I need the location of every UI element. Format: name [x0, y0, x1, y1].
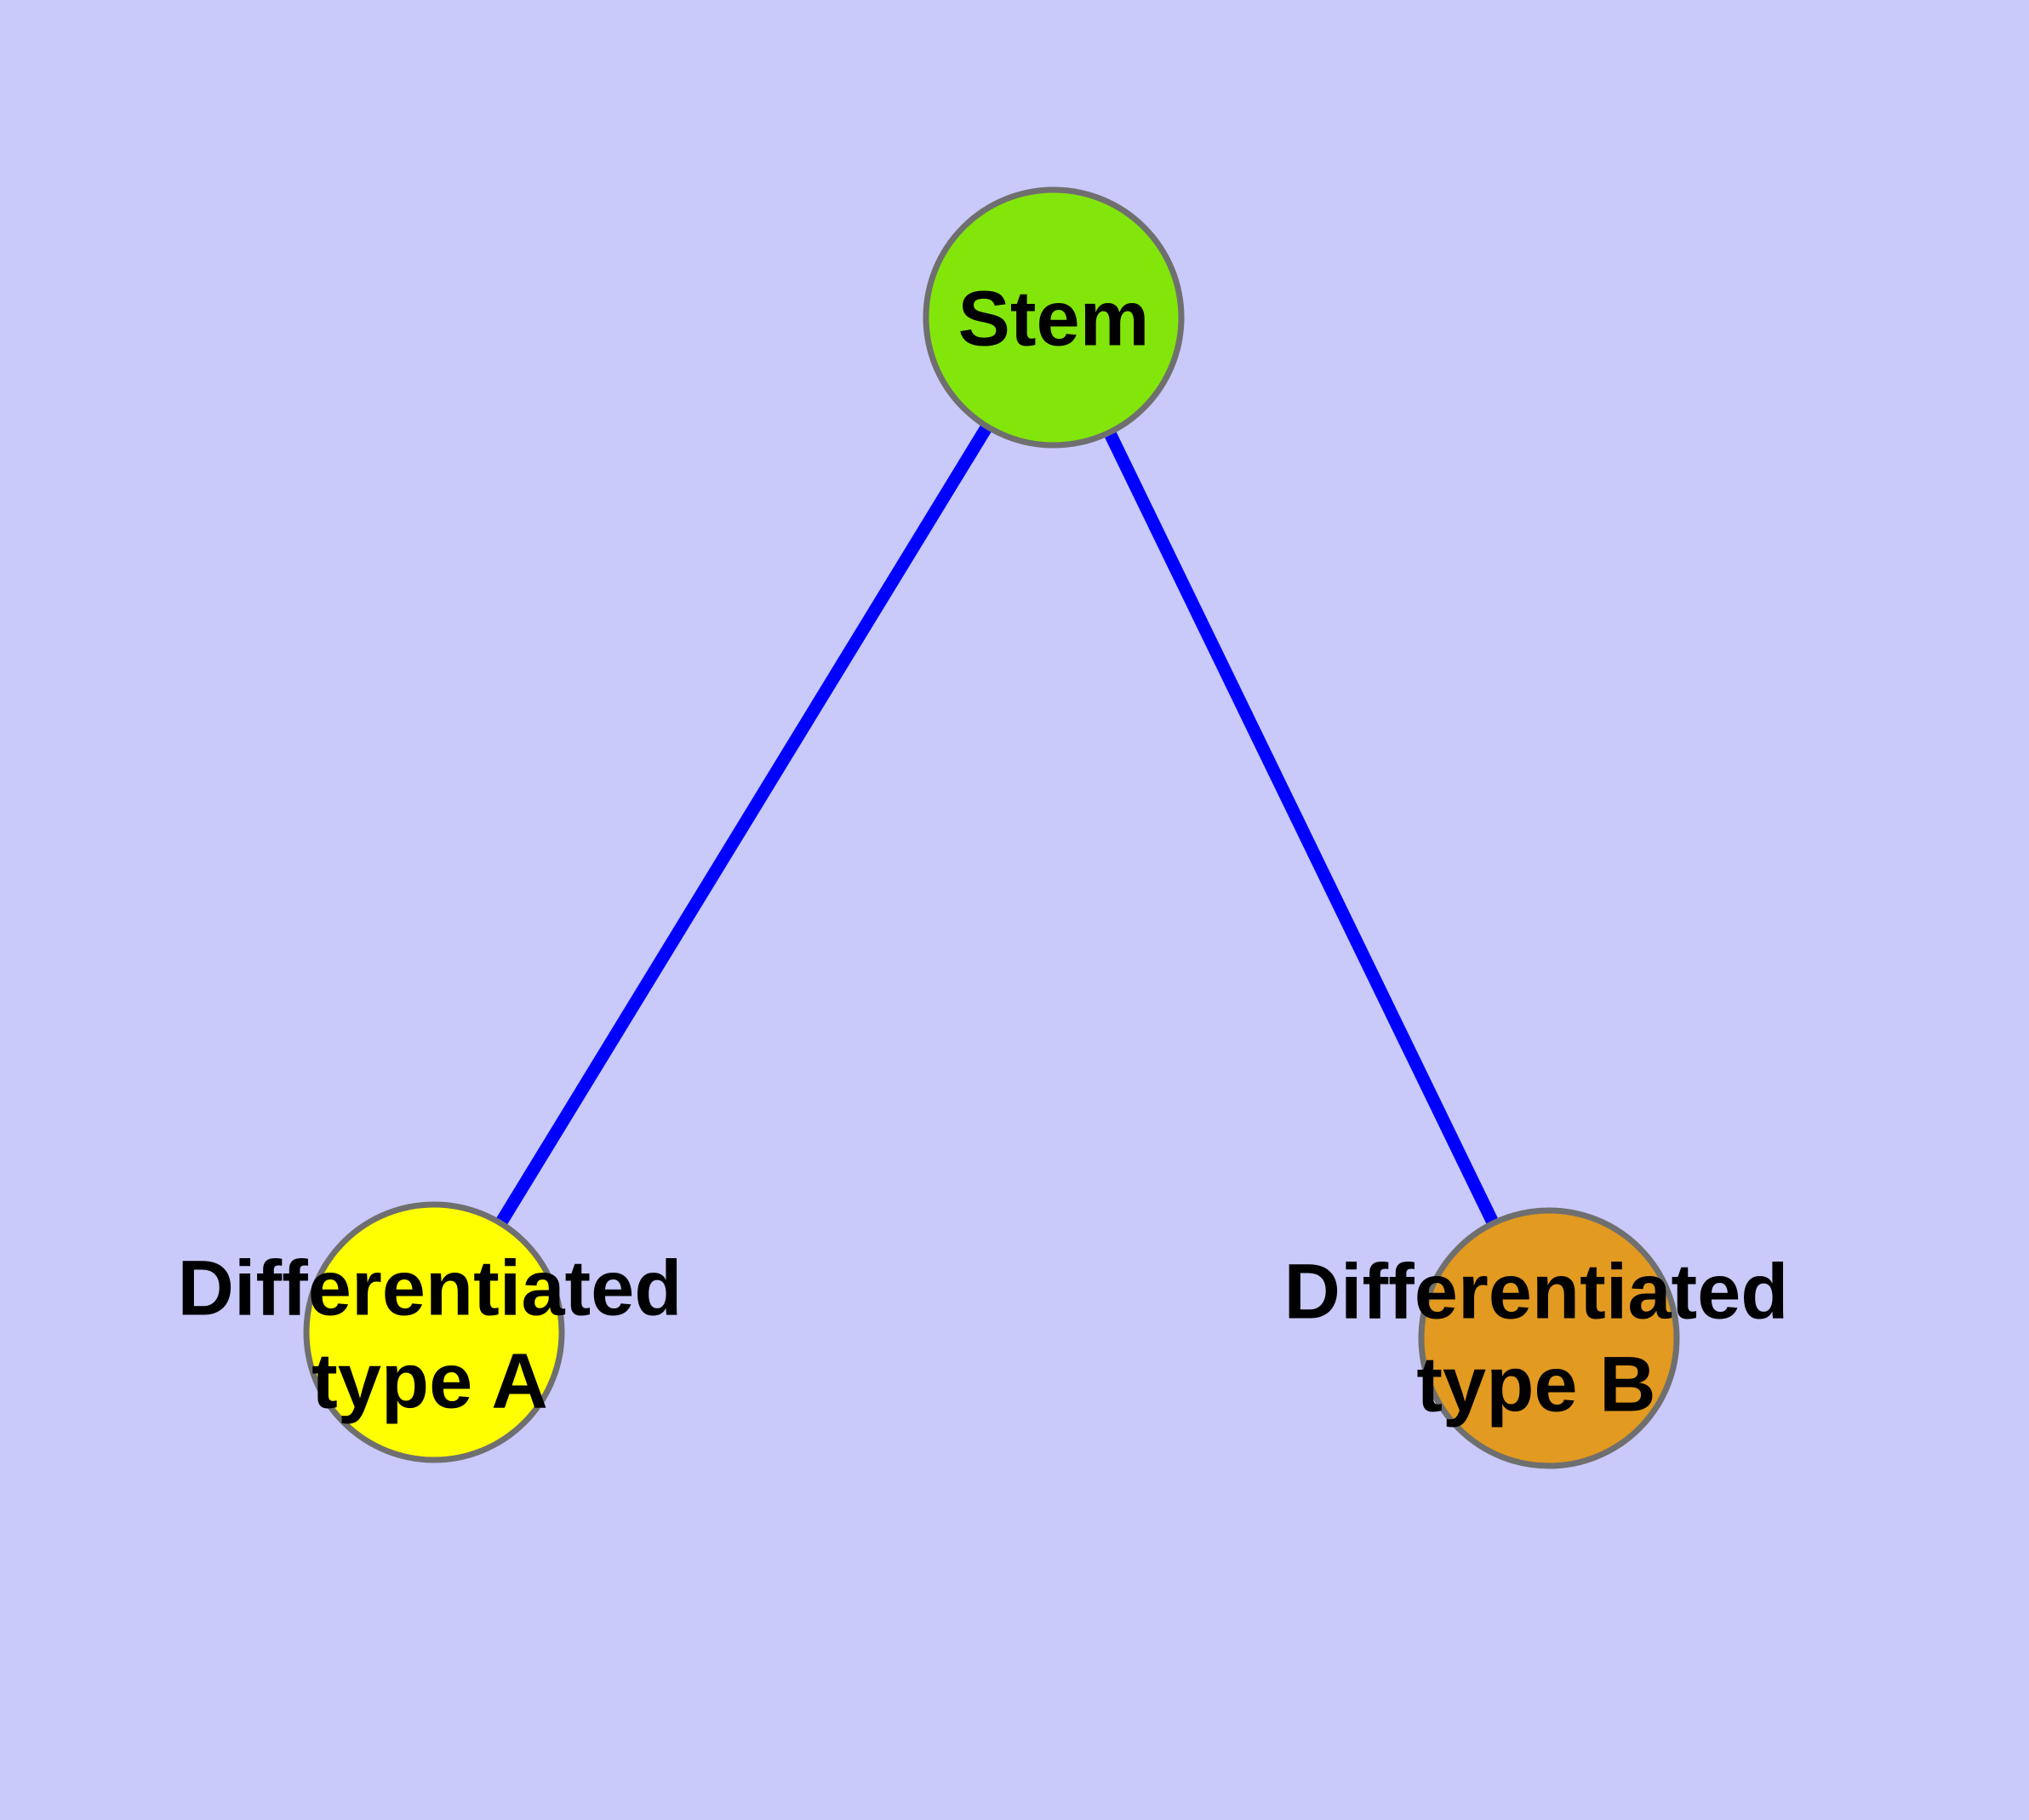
- edge-stem-to-type-a: [428, 314, 1060, 1336]
- node-label-differentiated-type-a: Differentiated type A: [178, 1242, 683, 1427]
- node-differentiated-type-b: [1418, 1207, 1680, 1469]
- label-line: Stem: [957, 275, 1150, 363]
- edge-stem-to-type-b: [1048, 314, 1555, 1342]
- label-line: type A: [311, 1337, 548, 1424]
- node-differentiated-type-a: [303, 1201, 565, 1463]
- label-line: type B: [1416, 1341, 1656, 1428]
- label-line: Differentiated: [1283, 1248, 1789, 1336]
- node-label-stem: Stem: [958, 273, 1150, 366]
- node-stem: [923, 186, 1185, 449]
- node-label-differentiated-type-b: Differentiated type B: [1284, 1245, 1789, 1430]
- label-line: Differentiated: [177, 1245, 683, 1332]
